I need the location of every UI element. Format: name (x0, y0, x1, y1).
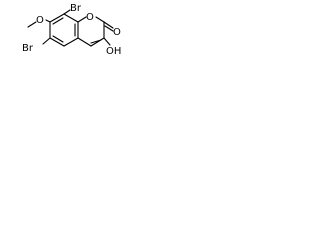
structure-diagram: Br Br O O O OH (0, 0, 137, 74)
bond (95, 16, 105, 23)
bond (77, 16, 87, 23)
bond (49, 13, 65, 23)
carbonyl-oxygen-label: O (113, 27, 121, 38)
bromine-top-label: Br (70, 3, 82, 14)
double-bond-inner (52, 17, 64, 25)
hydroxyl-label: OH (106, 46, 121, 57)
bond (63, 13, 79, 23)
bond (104, 25, 114, 32)
bond (63, 37, 79, 47)
bond (77, 37, 92, 47)
bond (42, 37, 51, 45)
bond (90, 37, 105, 47)
bond (63, 9, 71, 15)
bond (49, 37, 65, 47)
ring-oxygen-label: O (86, 12, 94, 23)
bond (103, 21, 114, 29)
double-bond-inner (52, 35, 64, 43)
bond (27, 21, 37, 28)
methoxy-oxygen-label: O (36, 15, 44, 26)
double-bond-inner (90, 39, 102, 44)
bond (45, 19, 51, 23)
molecule-drawing: Br Br O O O OH (22, 3, 121, 57)
bromine-bottom-label: Br (22, 43, 34, 54)
bond (103, 37, 111, 46)
